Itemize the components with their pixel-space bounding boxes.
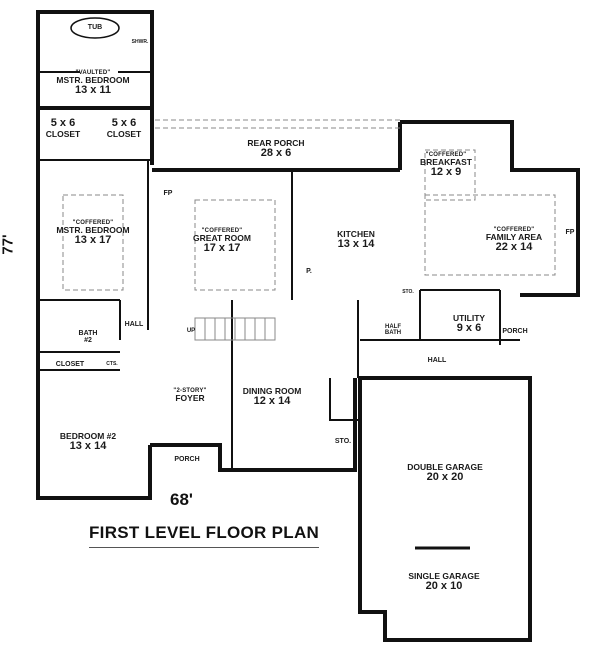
interior-walls xyxy=(38,71,520,470)
room-hall-right: HALL xyxy=(427,357,447,364)
room-storage-small: STO. xyxy=(402,289,414,295)
room-closet-cts: CTS. xyxy=(106,361,118,367)
pantry: P. xyxy=(306,268,312,275)
tub-icon xyxy=(70,17,120,39)
room-shower: SHWR. xyxy=(131,39,149,45)
plan-title: FIRST LEVEL FLOOR PLAN xyxy=(89,523,320,548)
width-dimension: 68' xyxy=(170,490,193,509)
depth-dimension: 77' xyxy=(0,234,17,255)
fireplace-great-room: FP xyxy=(163,190,173,197)
ceiling-lines xyxy=(62,119,556,291)
room-hall-left: HALL xyxy=(124,321,144,328)
room-porch-front: PORCH xyxy=(174,456,200,463)
room-bath-2: BATH#2 xyxy=(78,330,98,345)
room-foyer: "2-STORY"FOYER xyxy=(173,388,207,404)
room-porch-side: PORCH xyxy=(502,328,528,335)
room-closet-bed2: CLOSET xyxy=(55,361,85,368)
room-tub: TUB xyxy=(87,24,103,31)
stairs xyxy=(194,317,276,341)
room-storage: STO. xyxy=(334,438,352,445)
exterior-walls xyxy=(36,10,580,642)
stairs-up-label: UP xyxy=(186,328,196,334)
fireplace-family: FP xyxy=(565,229,575,236)
